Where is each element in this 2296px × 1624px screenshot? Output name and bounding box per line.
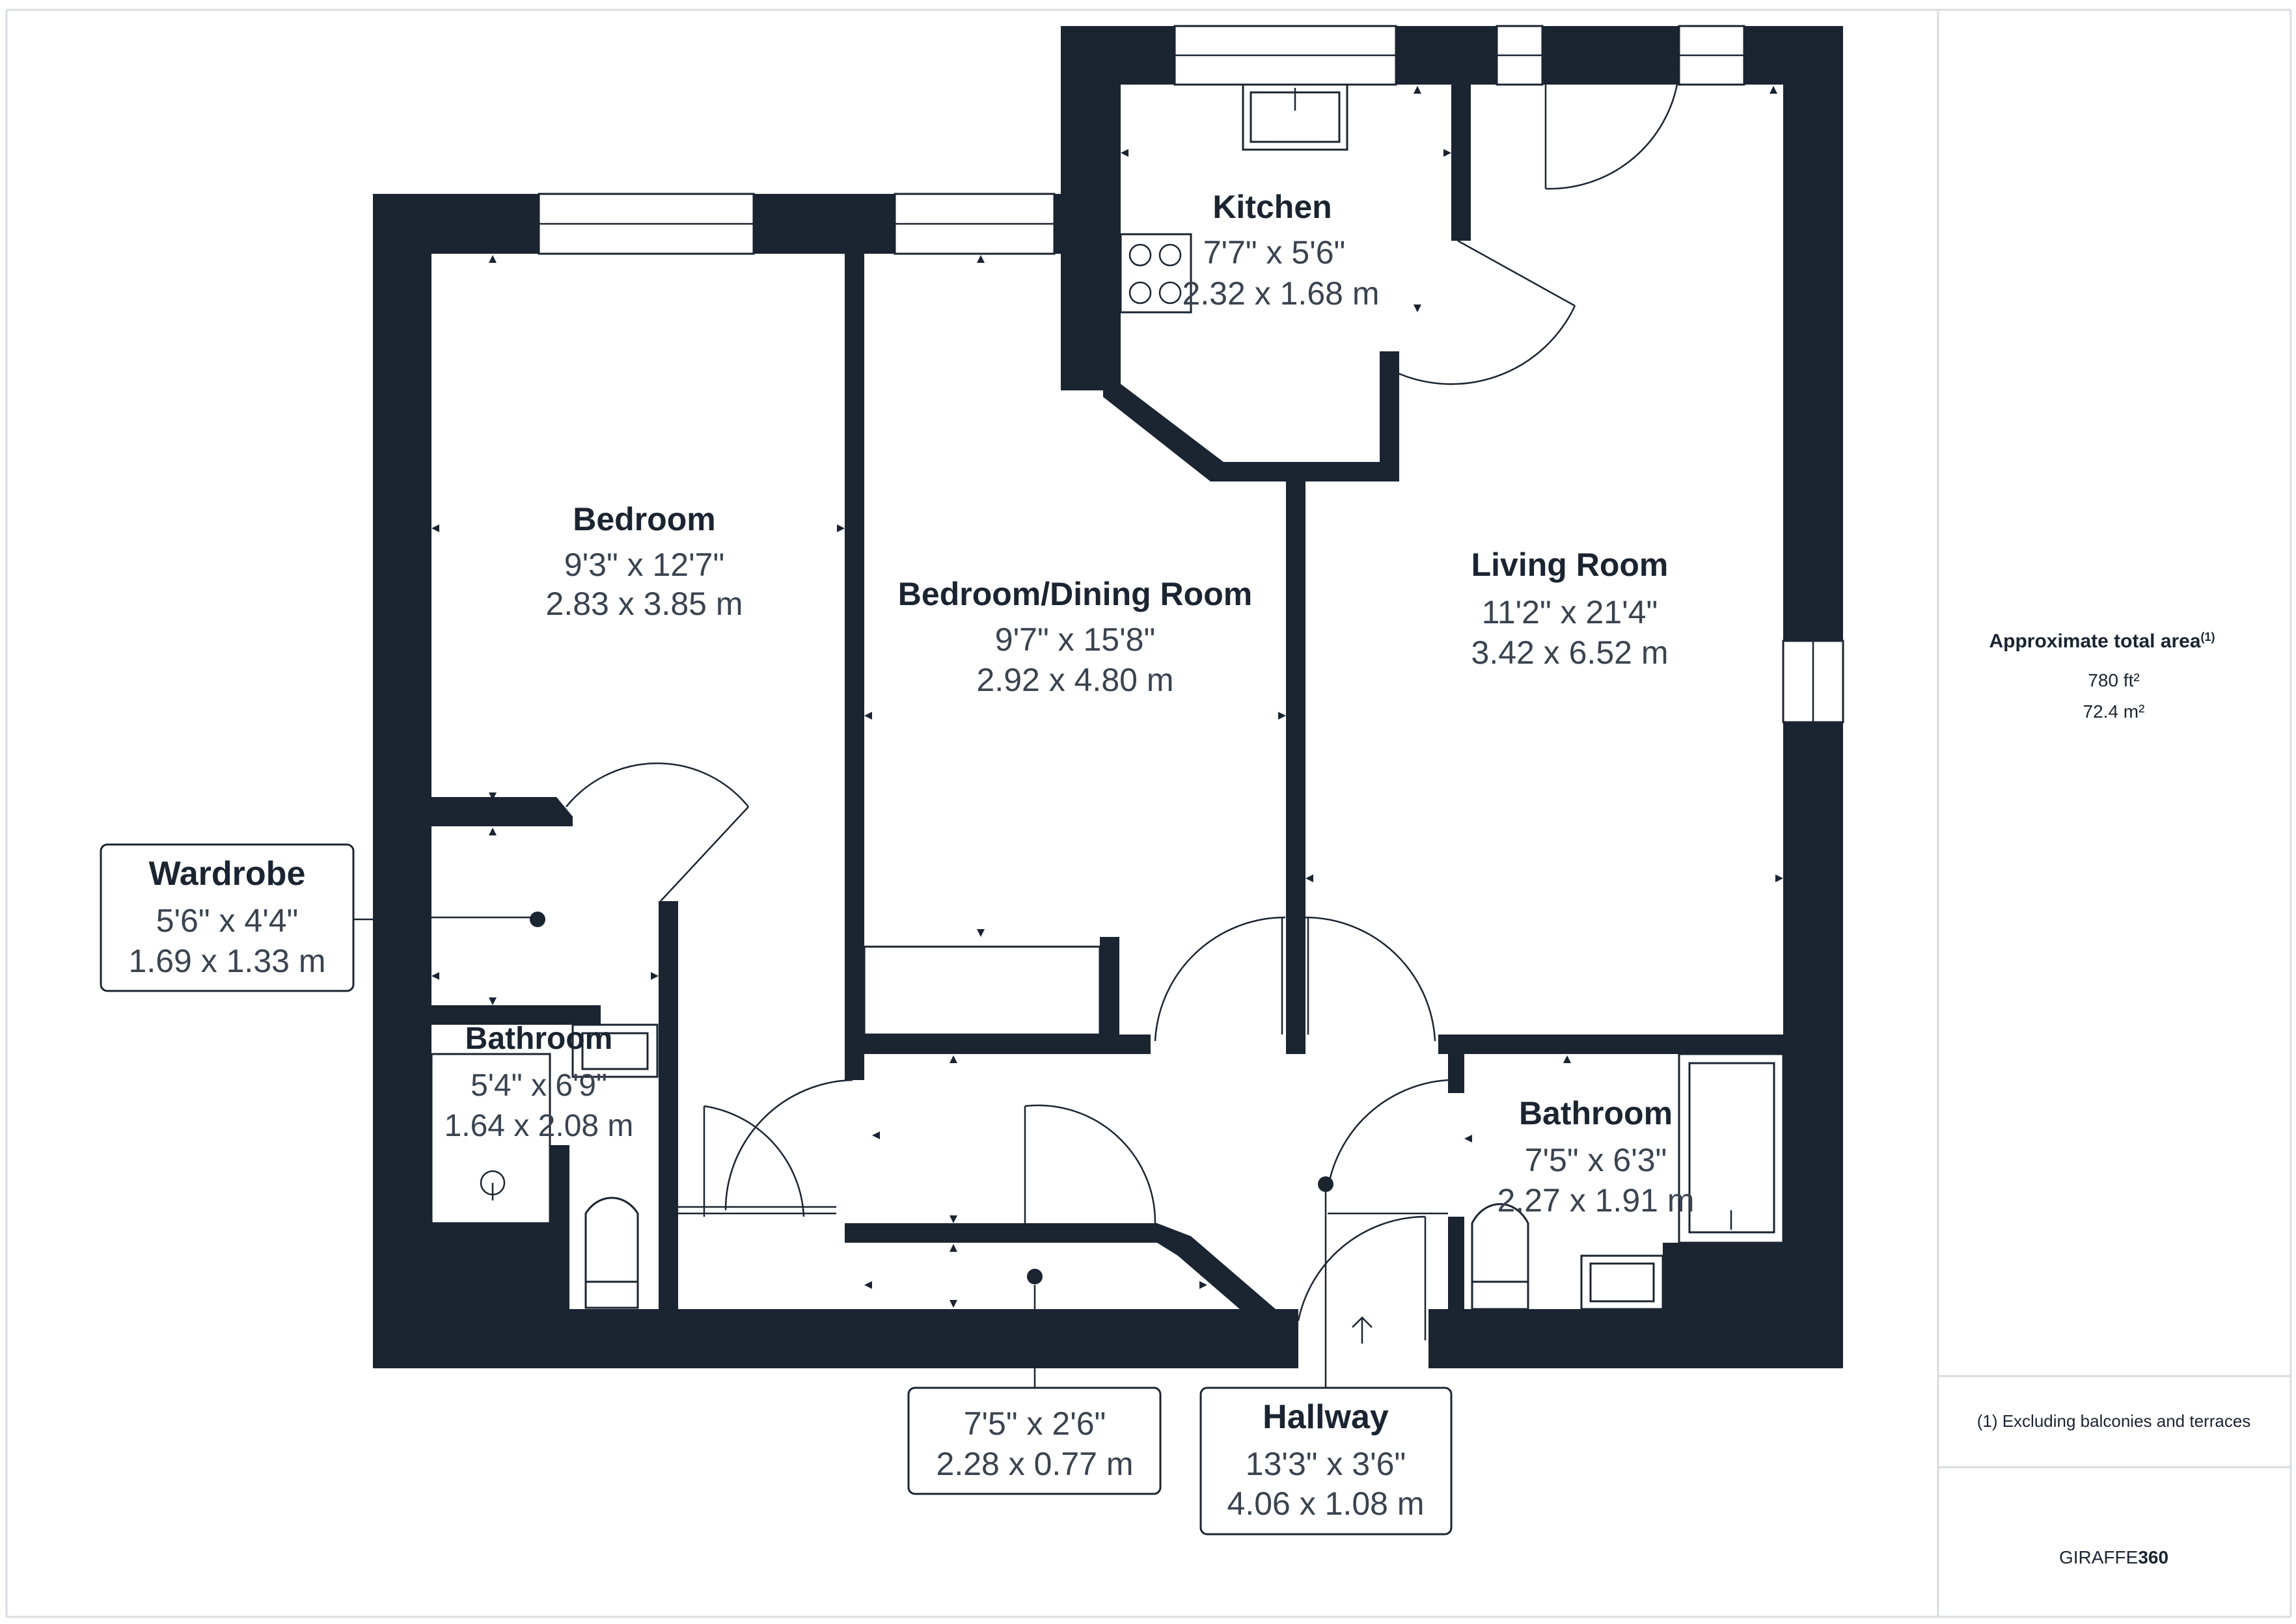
svg-text:13'3" x 3'6": 13'3" x 3'6": [1246, 1446, 1406, 1482]
hob-icon: [1119, 233, 1192, 314]
svg-text:7'5" x 2'6": 7'5" x 2'6": [964, 1405, 1106, 1442]
room-label-living-room: Living Room 11'2" x 21'4" 3.42 x 6.52 m: [1471, 547, 1669, 671]
room-label-bathroom-right: Bathroom 7'5" x 6'3" 2.27 x 1.91 m: [1497, 1095, 1695, 1219]
svg-text:Bathroom: Bathroom: [465, 1022, 613, 1056]
svg-text:Hallway: Hallway: [1263, 1398, 1389, 1436]
svg-text:3.42 x 6.52 m: 3.42 x 6.52 m: [1471, 634, 1669, 671]
room-label-bedroom-dining: Bedroom/Dining Room 9'7" x 15'8" 2.92 x …: [898, 576, 1252, 698]
fixtures: [430, 83, 1784, 1344]
svg-text:1.64 x 2.08 m: 1.64 x 2.08 m: [444, 1109, 634, 1143]
svg-text:4.06 x 1.08 m: 4.06 x 1.08 m: [1227, 1485, 1425, 1522]
svg-text:2.92 x 4.80 m: 2.92 x 4.80 m: [977, 662, 1174, 698]
svg-text:7'5" x 6'3": 7'5" x 6'3": [1525, 1142, 1667, 1178]
hallway-marker: [1318, 1176, 1333, 1192]
dimension-ticks: [431, 86, 1783, 1308]
toilet-icon: [1471, 1203, 1529, 1310]
entry-arrow-icon: [1352, 1316, 1373, 1344]
room-label-kitchen: Kitchen 7'7" x 5'6" 2.32 x 1.68 m: [1182, 189, 1380, 312]
shower-icon: [430, 1053, 551, 1225]
callout-storage: 7'5" x 2'6" 2.28 x 0.77 m: [907, 1285, 1162, 1495]
svg-text:11'2" x 21'4": 11'2" x 21'4": [1482, 594, 1658, 630]
doors: [566, 52, 1680, 1340]
brand-logo: GIRAFFE360: [2059, 1547, 2168, 1567]
area-m: 72.4 m²: [2083, 701, 2145, 722]
footnote: (1) Excluding balconies and terraces: [1977, 1411, 2251, 1431]
svg-text:Kitchen: Kitchen: [1212, 189, 1332, 225]
svg-text:7'7" x 5'6": 7'7" x 5'6": [1203, 234, 1346, 271]
callout-wardrobe: Wardrobe 5'6" x 4'4" 1.69 x 1.33 m: [100, 843, 431, 992]
svg-text:5'6" x 4'4": 5'6" x 4'4": [156, 902, 299, 939]
info-panel: Approximate total area(1) 780 ft² 72.4 m…: [5, 8, 2292, 1618]
svg-text:Bedroom: Bedroom: [573, 501, 715, 537]
area-ft: 780 ft²: [2088, 670, 2139, 690]
area-title: Approximate total area(1): [1989, 630, 2215, 652]
wardrobe-marker: [530, 912, 545, 927]
svg-text:Wardrobe: Wardrobe: [149, 855, 306, 893]
svg-text:1.69 x 1.33 m: 1.69 x 1.33 m: [129, 943, 326, 979]
svg-text:Bathroom: Bathroom: [1519, 1095, 1673, 1131]
room-label-bedroom: Bedroom 9'3" x 12'7" 2.83 x 3.85 m: [546, 501, 743, 622]
svg-text:2.83 x 3.85 m: 2.83 x 3.85 m: [546, 586, 743, 622]
bathtub-icon: [1678, 1053, 1784, 1244]
svg-text:Living Room: Living Room: [1471, 547, 1669, 583]
callout-hallway: Hallway 13'3" x 3'6" 4.06 x 1.08 m: [1199, 1192, 1453, 1536]
storage-marker: [1027, 1269, 1043, 1284]
windows: [538, 25, 1844, 724]
svg-text:5'4" x 6'9": 5'4" x 6'9": [471, 1068, 607, 1103]
svg-text:9'7" x 15'8": 9'7" x 15'8": [995, 621, 1155, 658]
svg-text:2.27 x 1.91 m: 2.27 x 1.91 m: [1497, 1182, 1695, 1219]
svg-text:9'3" x 12'7": 9'3" x 12'7": [564, 547, 724, 583]
toilet-icon: [584, 1197, 639, 1309]
svg-text:Bedroom/Dining Room: Bedroom/Dining Room: [898, 576, 1252, 612]
svg-text:2.32 x 1.68 m: 2.32 x 1.68 m: [1182, 275, 1380, 312]
svg-text:2.28 x 0.77 m: 2.28 x 0.77 m: [936, 1446, 1134, 1482]
room-label-bathroom-left: Bathroom 5'4" x 6'9" 1.64 x 2.08 m: [444, 1022, 634, 1143]
